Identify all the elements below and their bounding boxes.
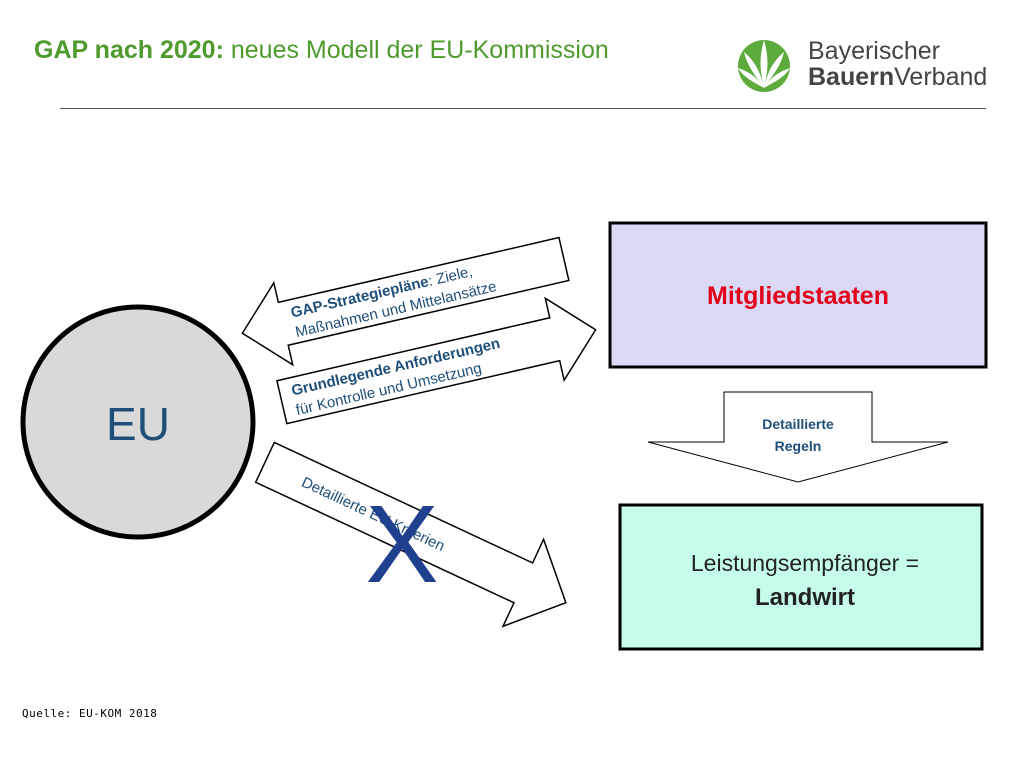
- arrow-detailed-rules: Detaillierte Regeln: [647, 391, 949, 483]
- page-title: GAP nach 2020: neues Modell der EU-Kommi…: [34, 36, 609, 65]
- logo-line2: BauernVerband: [808, 64, 987, 90]
- member-states-box: Mitgliedstaaten: [608, 221, 988, 369]
- beneficiary-line1: Leistungsempfänger =: [691, 550, 919, 576]
- source-note: Quelle: EU-KOM 2018: [22, 707, 158, 720]
- rules-line1: Detaillierte: [762, 416, 834, 432]
- member-states-label: Mitgliedstaaten: [707, 282, 889, 310]
- header-divider: [60, 108, 986, 109]
- cross-mark: X: [365, 483, 438, 606]
- logo-line1: Bayerischer: [808, 37, 940, 65]
- title-rest: neues Modell der EU-Kommission: [223, 36, 609, 64]
- beneficiary-line2: Landwirt: [755, 584, 855, 611]
- rules-line2: Regeln: [775, 438, 822, 454]
- bbv-logo-icon: [738, 40, 790, 92]
- logo-line2-rest: Verband: [894, 63, 988, 91]
- beneficiary-box: Leistungsempfänger = Landwirt: [618, 503, 984, 651]
- eu-label: EU: [106, 398, 170, 450]
- eu-circle: EU: [20, 304, 256, 540]
- title-bold: GAP nach 2020:: [34, 36, 224, 64]
- bbv-logo-text: Bayerischer BauernVerband: [808, 38, 987, 90]
- logo-line2-bold: Bauern: [808, 63, 895, 91]
